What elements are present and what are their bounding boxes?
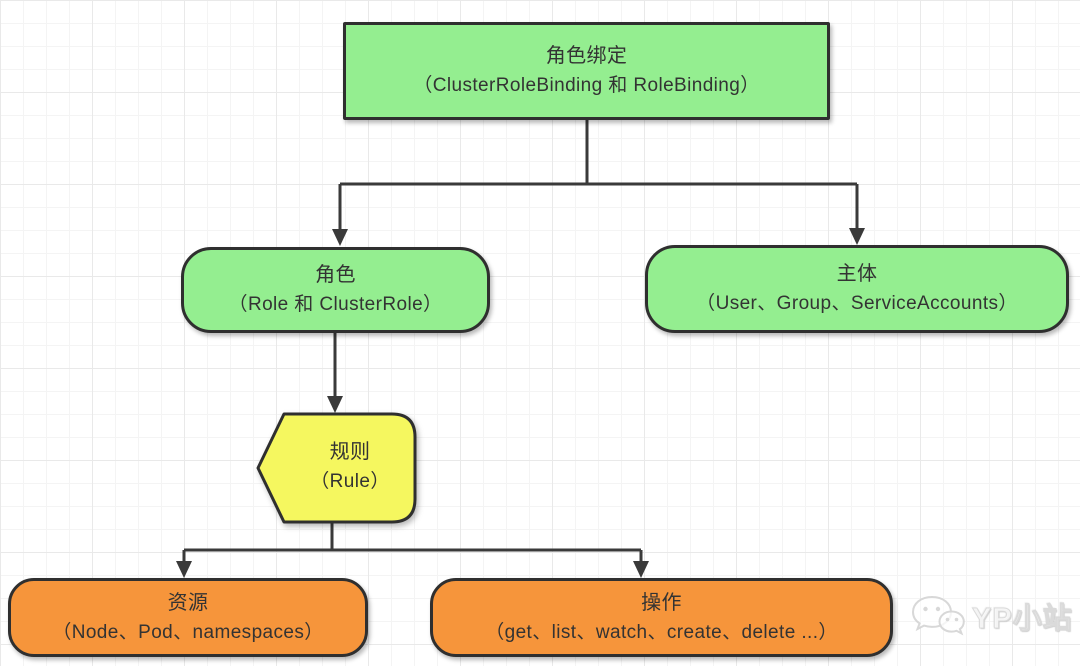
node-subtitle: （Node、Pod、namespaces）	[52, 621, 324, 643]
watermark: YP小站	[908, 593, 1073, 639]
node-title: 规则	[329, 441, 371, 463]
node-subtitle: （Rule）	[310, 471, 390, 492]
node-title: 操作	[641, 591, 682, 614]
node-subject: 主体 （User、Group、ServiceAccounts）	[645, 245, 1069, 333]
node-subtitle: （Role 和 ClusterRole）	[228, 294, 443, 315]
arrowhead-to-action	[633, 561, 649, 578]
watermark-label: YP小站	[972, 603, 1073, 636]
arrowhead-to-resource	[176, 561, 192, 578]
node-title: 角色绑定	[545, 45, 628, 67]
wechat-icon	[911, 595, 965, 636]
node-role-binding: 角色绑定 （ClusterRoleBinding 和 RoleBinding）	[343, 22, 830, 120]
arrowhead-to-role	[332, 229, 348, 246]
node-subtitle: （ClusterRoleBinding 和 RoleBinding）	[413, 75, 760, 96]
node-role: 角色 （Role 和 ClusterRole）	[181, 247, 490, 333]
node-title: 资源	[167, 591, 209, 614]
node-subtitle: （get、list、watch、create、delete ...）	[485, 621, 838, 643]
arrowhead-to-subject	[849, 228, 865, 245]
node-action: 操作 （get、list、watch、create、delete ...）	[430, 578, 893, 657]
node-rule: 规则 （Rule）	[256, 412, 418, 524]
node-resource: 资源 （Node、Pod、namespaces）	[8, 578, 368, 657]
rule-pentagon-shape	[256, 412, 417, 524]
arrowhead-to-rule	[327, 396, 343, 413]
node-title: 主体	[836, 263, 878, 285]
node-subtitle: （User、Group、ServiceAccounts）	[696, 293, 1018, 314]
node-title: 角色	[315, 264, 356, 286]
